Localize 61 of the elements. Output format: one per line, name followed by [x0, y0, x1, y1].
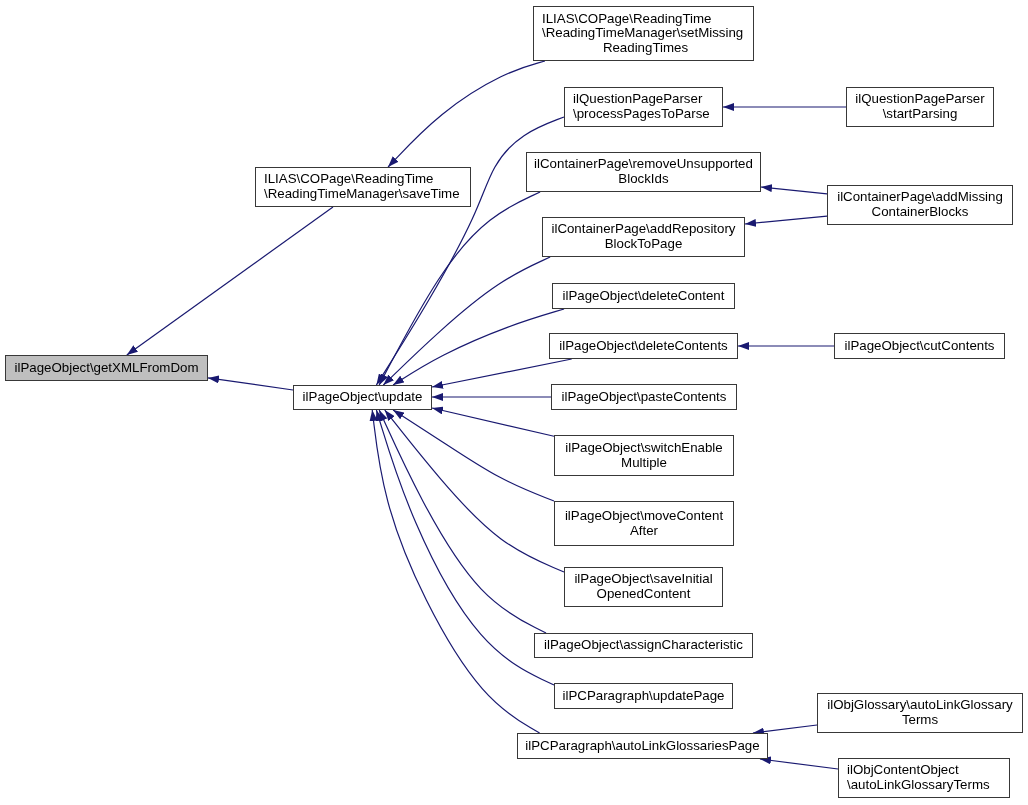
function-box	[838, 758, 1010, 798]
function-box	[517, 733, 768, 759]
function-box	[834, 333, 1005, 359]
function-box	[549, 333, 738, 359]
function-name: ilObjContentObject \autoLinkGlossaryTerms	[847, 763, 991, 793]
function-name: ilPageObject\deleteContents	[559, 338, 728, 354]
function-name: ilObjGlossary\autoLinkGlossary Terms	[826, 698, 1014, 728]
call-arrow	[737, 342, 835, 350]
call-arrow	[722, 103, 847, 111]
call-arrow	[375, 116, 565, 386]
call-arrow	[378, 191, 541, 386]
function-name: ilPageObject\update	[302, 390, 423, 405]
call-arrow	[369, 409, 541, 734]
function-name: ilQuestionPageParser \startParsing	[854, 92, 986, 122]
function-name: ilQuestionPageParser \processPagesToParse	[573, 92, 711, 122]
call-arrow	[382, 256, 551, 386]
function-box	[293, 385, 432, 410]
function-box	[554, 683, 733, 709]
function-name: ilPageObject\switchEnable Multiple	[564, 440, 724, 471]
function-box	[554, 501, 734, 546]
function-name: ilPCParagraph\updatePage	[562, 688, 725, 704]
call-arrow	[387, 60, 546, 168]
function-name: ilContainerPage\removeUnsupported BlockIds	[533, 157, 754, 187]
function-box	[554, 435, 734, 476]
call-arrow	[392, 308, 565, 386]
function-name: ilPageObject\moveContent After	[563, 508, 725, 539]
function-name: ilPageObject\saveInitial OpenedContent	[573, 572, 714, 602]
function-box	[255, 167, 471, 207]
function-box	[846, 87, 994, 127]
function-box	[564, 87, 723, 127]
call-arrow	[759, 756, 839, 770]
function-box	[533, 6, 754, 61]
function-box	[552, 283, 735, 309]
function-box	[526, 152, 761, 192]
call-arrow	[431, 393, 552, 401]
function-box	[542, 217, 745, 257]
function-name: ilPageObject\deleteContent	[562, 288, 725, 304]
function-box	[564, 567, 723, 607]
function-name: ilPageObject\pasteContents	[561, 389, 727, 405]
function-name: ilPageObject\cutContents	[844, 338, 995, 354]
call-arrow	[431, 406, 555, 437]
call-arrow	[392, 409, 555, 502]
call-arrow	[378, 409, 547, 634]
call-arrow	[207, 375, 294, 391]
function-box	[551, 384, 737, 410]
call-arrow	[384, 409, 565, 573]
call-arrow	[375, 409, 555, 686]
function-name: ILIAS\COPage\ReadingTime \ReadingTimeManager\saveTime	[264, 172, 461, 202]
function-box	[827, 185, 1013, 225]
function-box	[534, 633, 753, 658]
function-name: ilPCParagraph\autoLinkGlossariesPage	[525, 738, 760, 754]
call-arrow	[744, 215, 828, 227]
function-name: ilContainerPage\addMissing ContainerBlocks	[836, 190, 1004, 220]
function-box	[5, 355, 208, 381]
function-name: ilPageObject\assignCharacteristic	[544, 638, 743, 653]
call-arrow	[760, 184, 828, 195]
function-name: ilPageObject\getXMLFromDom	[14, 360, 199, 376]
function-name: ilContainerPage\addRepository BlockToPage	[550, 222, 737, 252]
function-name: ILIAS\COPage\ReadingTime \ReadingTimeManager\setMissing ReadingTimes	[542, 11, 745, 56]
call-arrow	[126, 206, 334, 356]
function-box	[817, 693, 1023, 733]
